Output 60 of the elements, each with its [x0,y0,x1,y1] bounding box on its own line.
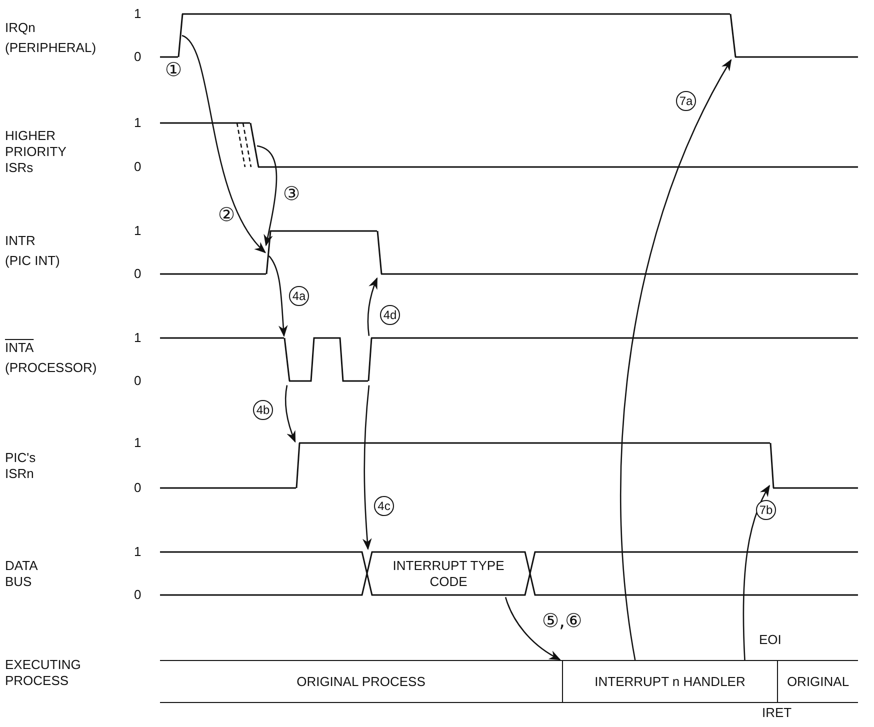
signal-name: DATA BUS [5,558,39,590]
signal-name: EXECUTING PROCESS [5,657,82,689]
process-name: ORIGINAL PROCESS [296,674,426,690]
level-label: 1 [134,544,142,560]
arrow [256,145,278,246]
level-label: 1 [134,6,142,22]
edge-label: 4b [253,400,273,420]
edge-label: 4c [374,496,394,516]
signal-name: (PIC INT) [5,253,61,269]
level-label: 1 [134,223,142,239]
arrow [620,58,732,660]
edge-label: 7b [756,500,776,520]
level-label: 0 [134,49,142,65]
level-label: 1 [134,435,142,451]
callout-number: ① [165,60,182,80]
process-segment [160,660,562,703]
process-name: INTERRUPT n HANDLER [594,674,746,690]
signal-transition [368,338,372,381]
level-label: 0 [134,266,142,282]
signal-transition [284,338,290,381]
edge-label: ② [218,205,236,225]
edge-label: 4a [289,286,309,306]
edge-label: ③ [283,184,300,204]
arrow [362,385,372,550]
signal-name: (PERIPHERAL) [5,40,98,56]
process-segment [777,660,858,703]
process-segment [562,660,777,703]
signal-transition [730,14,736,57]
signal-transition [178,14,182,57]
annotation-text: EOI [759,632,782,648]
signal-transition [296,443,300,488]
signal-transition [376,231,382,274]
arrow [268,256,288,338]
annotation-text: IRET [762,705,792,721]
signal-transition [250,123,258,167]
signal-name: HIGHER PRIORITY ISRs [5,128,68,176]
level-label: 0 [134,159,142,175]
signal-transition [266,231,270,274]
arrow [504,596,561,660]
arrow [367,277,378,336]
edge-label: ⑤,⑥ [542,611,582,631]
level-label: 0 [134,480,142,496]
edge-label: 7a [676,91,696,111]
arrow [284,385,296,443]
level-label: 1 [134,115,142,131]
bus-value-cell [367,552,530,595]
edge-label: 4d [380,305,400,325]
signal-name: INTA [5,340,35,356]
signal-transition [770,443,774,488]
signal-name: IRQn [5,20,36,36]
arrow [742,484,770,660]
level-label: 0 [134,587,142,603]
arrow [182,34,266,254]
level-label: 0 [134,373,142,389]
process-name: ORIGINAL [786,674,850,690]
bus-value-text: INTERRUPT TYPE CODE [392,558,506,590]
signal-name: (PROCESSOR) [5,360,98,376]
level-label: 1 [134,330,142,346]
signal-name: PIC's ISRn [5,450,37,482]
signal-name: INTR [5,233,36,249]
